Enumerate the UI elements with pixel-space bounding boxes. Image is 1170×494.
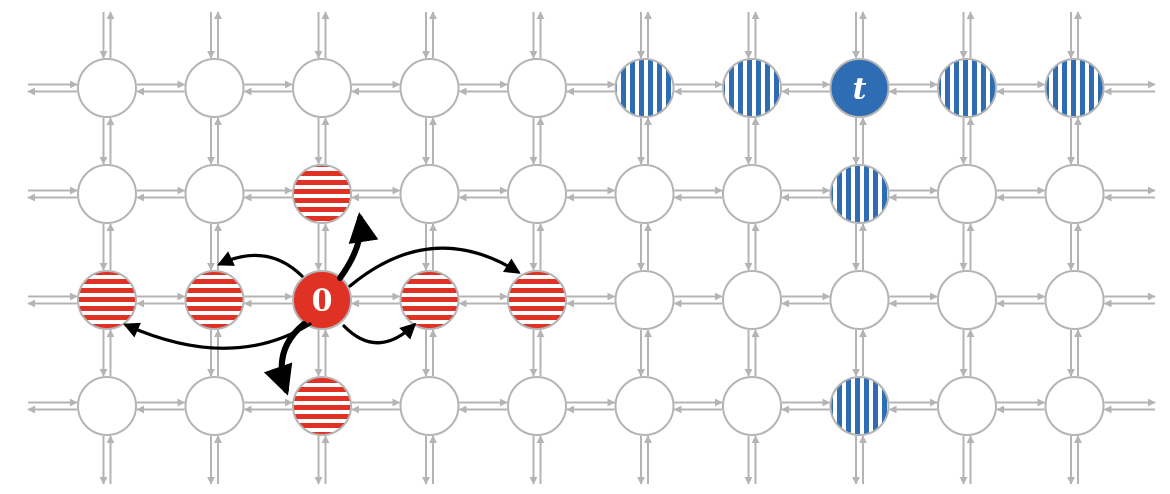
node-labels: 0 t — [312, 72, 867, 319]
lattice-node — [722, 376, 782, 436]
source-node-label: 0 — [312, 284, 333, 319]
lattice-node — [292, 58, 352, 118]
lattice-node — [184, 164, 245, 224]
blue-striped-node — [1044, 58, 1105, 118]
lattice-node — [507, 164, 567, 224]
lattice-node — [184, 376, 245, 436]
target-node — [829, 58, 890, 118]
lattice-node — [1044, 376, 1105, 436]
blue-striped-node — [829, 164, 890, 224]
target-node-label: t — [853, 72, 867, 107]
red-striped-node — [399, 270, 460, 330]
red-striped-node — [292, 164, 352, 224]
lattice-nodes — [77, 58, 1105, 436]
jump-arrow-thin — [348, 246, 521, 288]
lattice-node — [77, 376, 137, 436]
red-striped-node — [292, 376, 352, 436]
lattice-node — [77, 58, 137, 118]
lattice-node — [614, 164, 675, 224]
lattice-node — [1044, 270, 1105, 330]
blue-striped-node — [937, 58, 997, 118]
lattice-node — [1044, 164, 1105, 224]
jump-arrow-heavy — [263, 321, 307, 396]
lattice-node — [507, 376, 567, 436]
lattice-node — [614, 270, 675, 330]
lattice-node — [507, 58, 567, 118]
lattice-node — [399, 376, 460, 436]
lattice-node — [399, 164, 460, 224]
lattice-node — [399, 58, 460, 118]
lattice-node — [722, 164, 782, 224]
jump-arrow-thin — [217, 251, 304, 278]
lattice-node — [937, 270, 997, 330]
jump-arrow-heavy — [337, 212, 379, 281]
lattice-node — [829, 270, 890, 330]
lattice-node — [184, 58, 245, 118]
jump-arrow-thin — [342, 322, 417, 345]
red-striped-node — [184, 270, 245, 330]
blue-striped-node — [722, 58, 782, 118]
red-striped-node — [77, 270, 137, 330]
jump-arrows — [123, 212, 521, 396]
lattice-edges — [27, 11, 1156, 485]
lattice-node — [77, 164, 137, 224]
red-striped-node — [507, 270, 567, 330]
blue-striped-node — [614, 58, 675, 118]
lattice-node — [614, 376, 675, 436]
lattice-node — [937, 376, 997, 436]
lattice-node — [937, 164, 997, 224]
source-node — [292, 270, 352, 330]
lattice-node — [722, 270, 782, 330]
blue-striped-node — [829, 376, 890, 436]
